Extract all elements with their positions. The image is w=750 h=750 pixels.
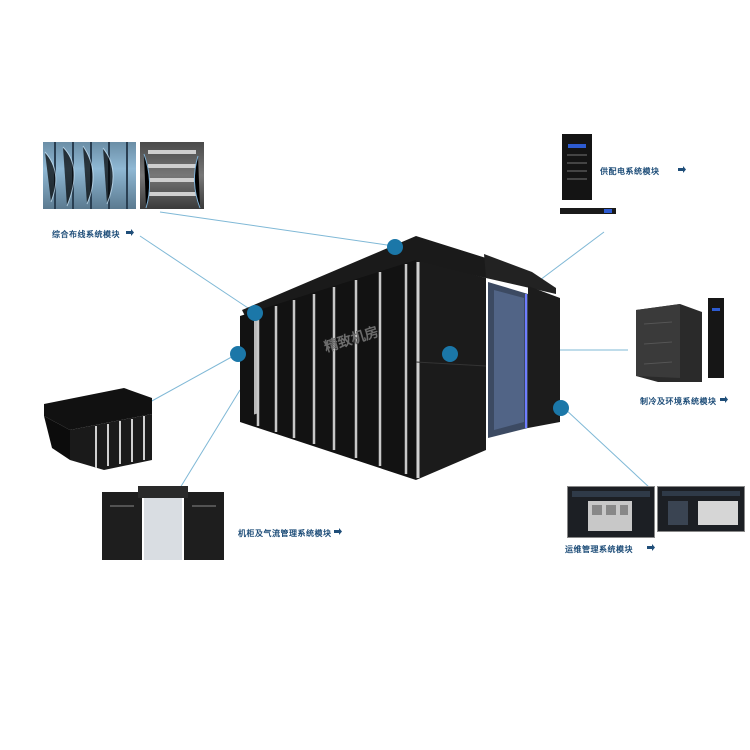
line-cabling-top — [159, 211, 395, 247]
line-power — [539, 231, 605, 281]
operations-screen-1 — [567, 486, 655, 538]
cabinet-airflow-photo — [102, 486, 224, 560]
line-cabling-side — [139, 235, 255, 313]
operations-screen-2 — [657, 486, 745, 532]
cooling-unit-photo — [636, 304, 702, 382]
line-containment — [149, 353, 238, 403]
label-cabinet-airflow: 机柜及气流管理系统模块 — [238, 529, 332, 538]
line-cabinet — [179, 389, 241, 489]
label-power: 供配电系统模块 — [600, 167, 660, 176]
arrow-icon — [678, 166, 686, 173]
cooling-rack-photo — [708, 298, 724, 378]
cabling-photo-1 — [43, 142, 136, 209]
arrow-icon — [647, 544, 655, 551]
modular-data-center: 精致机房 — [240, 236, 560, 480]
line-operations — [563, 407, 651, 489]
node-containment — [230, 346, 246, 362]
label-cabling: 综合布线系统模块 — [52, 230, 120, 239]
node-cabling-top — [387, 239, 403, 255]
arrow-icon — [126, 229, 134, 236]
label-operations: 运维管理系统模块 — [565, 545, 633, 554]
power-cabinet-photo — [562, 134, 592, 200]
node-center — [442, 346, 458, 362]
pdu-strip-photo — [560, 208, 616, 214]
cabling-photo-2 — [140, 142, 204, 209]
arrow-icon — [720, 396, 728, 403]
label-cooling: 制冷及环境系统模块 — [640, 397, 717, 406]
containment-aisle-photo — [44, 388, 152, 470]
node-cabling-side — [247, 305, 263, 321]
arrow-icon — [334, 528, 342, 535]
node-operations — [553, 400, 569, 416]
